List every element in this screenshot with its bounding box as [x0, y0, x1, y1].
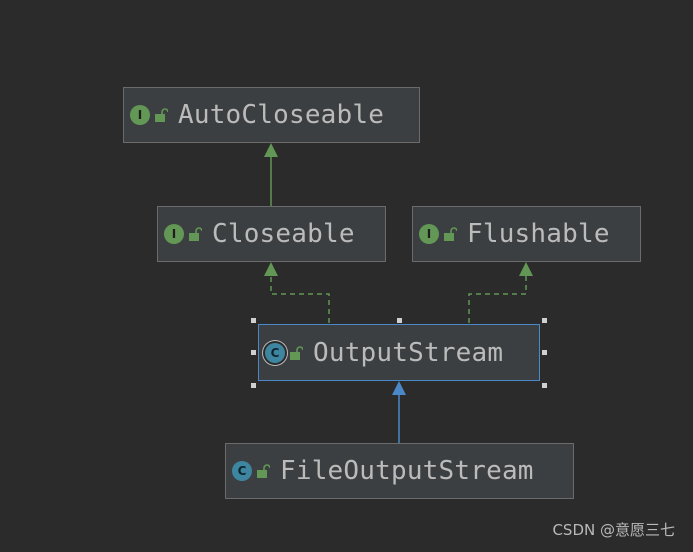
unlocked-icon — [290, 345, 303, 360]
selection-handle-middle-left[interactable] — [251, 350, 256, 355]
edge-outputstream-implements-closeable — [264, 262, 330, 323]
interface-icon: I — [419, 224, 439, 244]
selection-handle-bottom-left[interactable] — [251, 383, 256, 388]
watermark: CSDN @意愿三七 — [552, 521, 675, 539]
edge-fileoutputstream-extends-outputstream — [392, 381, 406, 443]
unlocked-icon — [189, 227, 202, 241]
class-icon: C — [265, 342, 285, 363]
node-fileoutputstream[interactable]: C FileOutputStream — [225, 443, 574, 499]
node-closeable[interactable]: I Closeable — [157, 206, 386, 262]
node-label: FileOutputStream — [280, 456, 534, 486]
node-label: OutputStream — [313, 337, 504, 368]
class-icon: C — [232, 461, 252, 481]
edge-outputstream-implements-flushable — [468, 262, 533, 323]
node-label: AutoCloseable — [178, 100, 385, 130]
edge-closeable-extends-autocloseable — [264, 143, 278, 206]
node-label: Flushable — [467, 219, 610, 249]
node-label: Closeable — [212, 219, 355, 249]
selection-handle-top-middle[interactable] — [397, 318, 402, 323]
node-flushable[interactable]: I Flushable — [412, 206, 641, 262]
selection-handle-bottom-right[interactable] — [542, 383, 547, 388]
node-outputstream[interactable]: C OutputStream — [258, 324, 540, 381]
interface-icon: I — [164, 224, 184, 244]
selection-handle-middle-right[interactable] — [542, 350, 547, 355]
interface-icon: I — [130, 105, 150, 125]
unlocked-icon — [155, 108, 168, 122]
unlocked-icon — [257, 464, 270, 478]
selection-handle-top-left[interactable] — [251, 318, 256, 323]
node-autocloseable[interactable]: I AutoCloseable — [123, 87, 420, 143]
selection-handle-top-right[interactable] — [542, 318, 547, 323]
unlocked-icon — [444, 227, 457, 241]
